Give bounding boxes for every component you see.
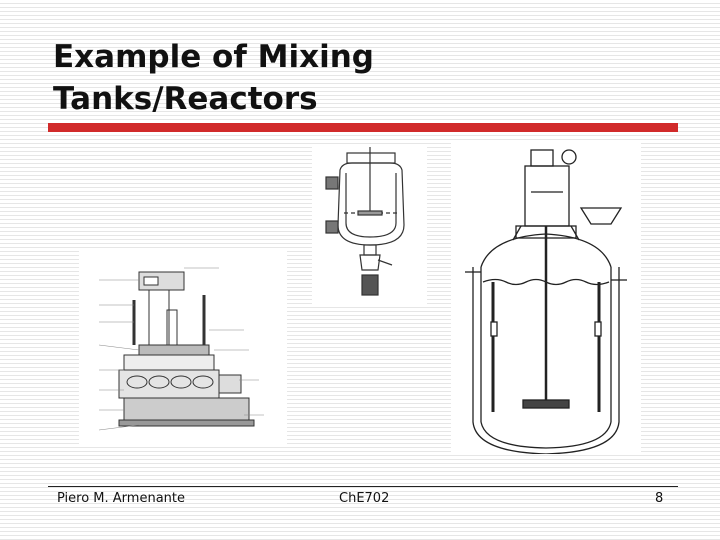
dissolution-apparatus-image: [79, 250, 287, 445]
dissolution-apparatus-drawing: [98, 267, 264, 431]
glass-flask-reactor-drawing: [325, 147, 405, 296]
slide-title-line-1: Example of Mixing: [53, 39, 374, 75]
footer-author: Piero M. Armenante: [57, 491, 186, 506]
title-underline-bar: [48, 123, 678, 132]
glass-flask-reactor-image: [312, 145, 427, 305]
baffled-tank-reactor-drawing: [465, 149, 627, 454]
slide-title-line-2: Tanks/Reactors: [53, 81, 318, 117]
footer-course-code: ChE702: [339, 491, 390, 506]
baffled-tank-reactor-image: [451, 142, 641, 454]
footer-divider: [48, 486, 678, 487]
footer-page-number: 8: [655, 491, 664, 506]
slide-title: Example of Mixing Tanks/Reactors: [53, 36, 533, 120]
